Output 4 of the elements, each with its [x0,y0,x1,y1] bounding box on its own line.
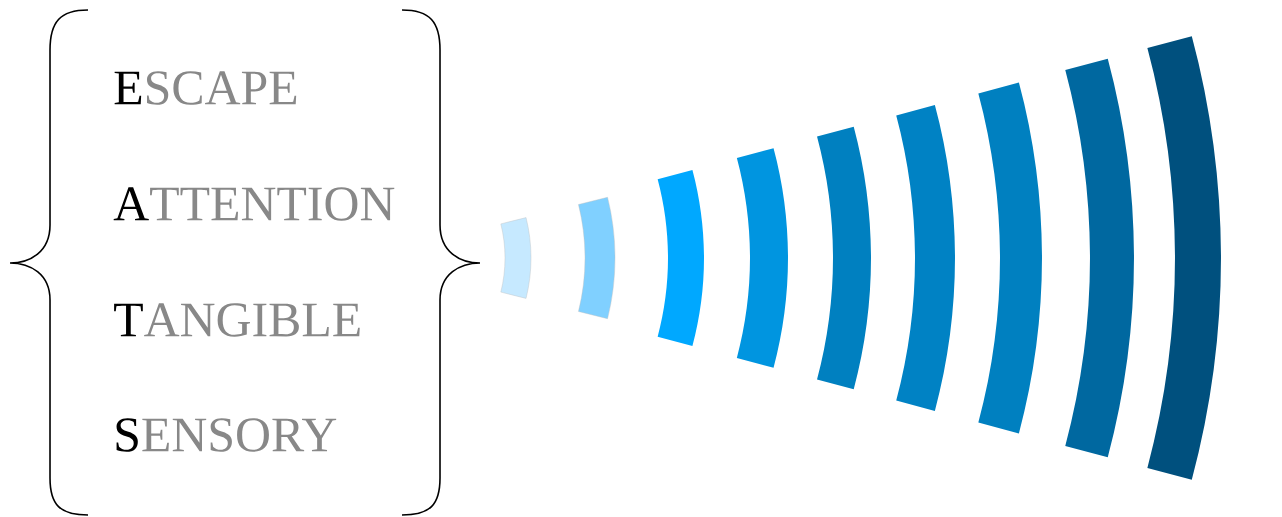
acronym-word: ESCAPE [114,71,297,105]
acronym-word: TANGIBLE [114,303,360,337]
acronym-word: SENSORY [116,418,337,452]
acronym-word: ATTENTION [113,187,395,221]
